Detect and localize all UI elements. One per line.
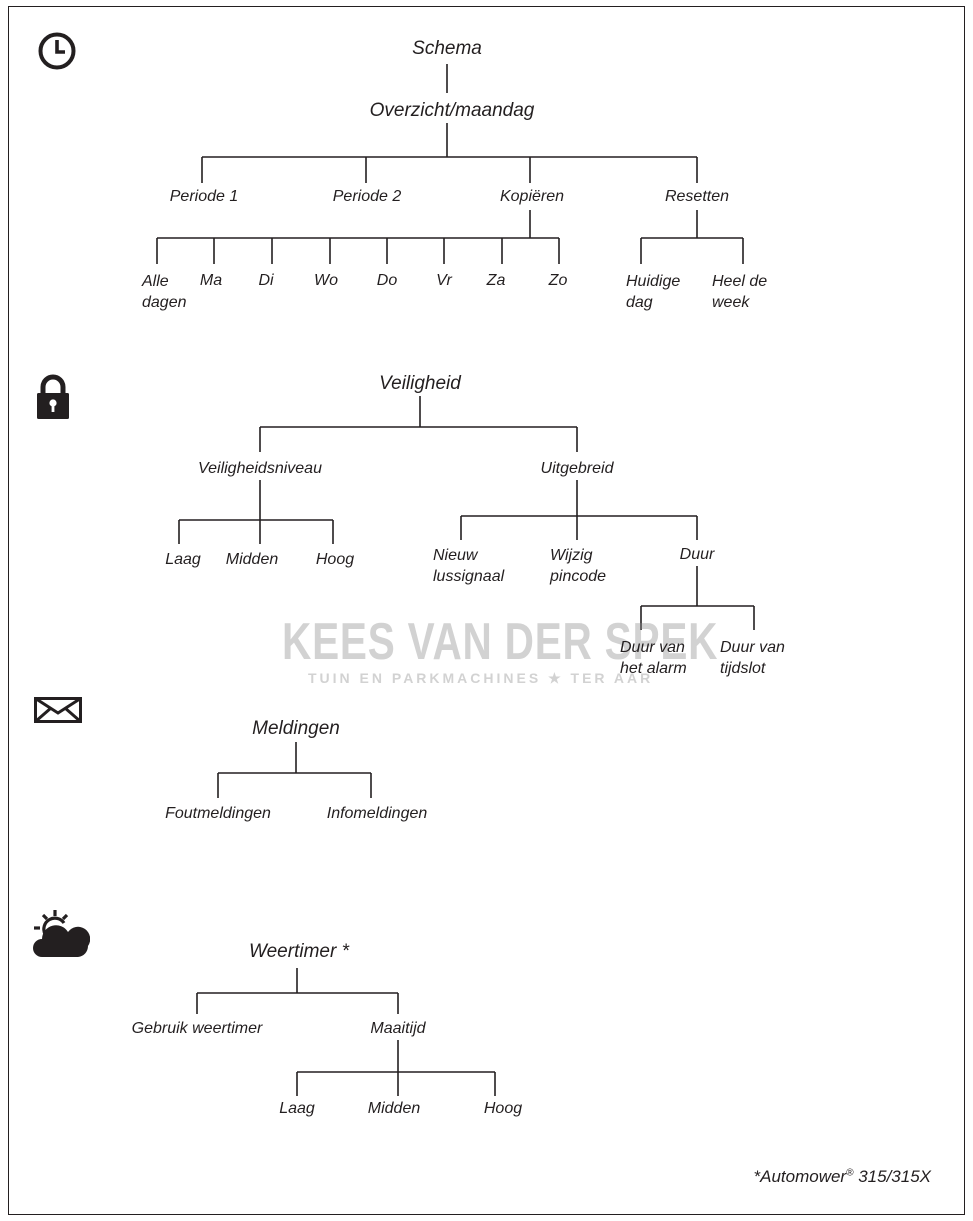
node-messages: Meldingen	[252, 718, 340, 739]
node-period-2: Periode 2	[332, 188, 402, 205]
node-timeslot-duration: Duur van tijdslot	[720, 637, 785, 679]
node-level-low: Laag	[165, 551, 201, 568]
node-weather-timer: Weertimer *	[249, 941, 349, 962]
node-mowing-low: Laag	[279, 1100, 315, 1117]
node-use-weather-timer: Gebruik weertimer	[131, 1020, 263, 1037]
watermark-tagline: TUIN EN PARKMACHINES ★ TER AAR	[308, 670, 654, 686]
node-schedule: Schema	[412, 38, 482, 59]
footnote-suffix: 315/315X	[853, 1167, 931, 1186]
node-new-loop-signal: Nieuw lussignaal	[433, 545, 504, 587]
node-current-day-line1: Huidige	[626, 273, 681, 290]
node-level-high: Hoog	[315, 551, 355, 568]
node-whole-week-line2: week	[712, 294, 750, 311]
envelope-icon	[34, 697, 82, 723]
node-reset: Resetten	[664, 188, 730, 205]
node-change-pin-line2: pincode	[550, 568, 607, 585]
node-day-vr: Vr	[436, 272, 452, 289]
node-new-loop-signal-line1: Nieuw	[433, 547, 478, 564]
watermark-logo: KEES VAN DER SPEK TUIN EN PARKMACHINES ★…	[282, 616, 717, 690]
node-new-loop-signal-line2: lussignaal	[433, 568, 505, 585]
node-advanced: Uitgebreid	[540, 460, 614, 477]
node-mowing-time: Maaitijd	[370, 1020, 426, 1037]
page-frame	[8, 6, 965, 1215]
node-day-wo: Wo	[314, 272, 338, 289]
watermark-name: KEES VAN DER SPEK	[282, 613, 719, 671]
sun-cloud-icon	[33, 910, 90, 957]
node-change-pin: Wijzig pincode	[550, 545, 606, 587]
node-security-level: Veiligheidsniveau	[198, 460, 322, 477]
node-all-days: Alle dagen	[142, 271, 187, 313]
node-whole-week-line1: Heel de	[712, 273, 768, 290]
node-period-1: Periode 1	[169, 188, 239, 205]
node-timeslot-duration-line1: Duur van	[720, 639, 785, 656]
node-duration: Duur	[679, 546, 715, 563]
node-mowing-medium: Midden	[367, 1100, 421, 1117]
lock-icon	[37, 374, 69, 419]
node-alarm-duration: Duur van het alarm	[620, 637, 687, 679]
node-error-messages: Foutmeldingen	[165, 805, 271, 822]
node-level-medium: Midden	[225, 551, 279, 568]
node-all-days-line2: dagen	[142, 294, 187, 311]
node-day-do: Do	[376, 272, 398, 289]
node-day-ma: Ma	[199, 272, 223, 289]
node-current-day: Huidige dag	[626, 271, 680, 313]
node-alarm-duration-line1: Duur van	[620, 639, 685, 656]
footnote-prefix: *Automower	[753, 1167, 847, 1186]
clock-icon	[38, 32, 76, 70]
node-overview: Overzicht/maandag	[369, 100, 535, 121]
node-all-days-line1: Alle	[142, 273, 169, 290]
node-change-pin-line1: Wijzig	[550, 547, 593, 564]
node-current-day-line2: dag	[626, 294, 653, 311]
registered-mark: ®	[846, 1167, 854, 1179]
node-day-zo: Zo	[548, 272, 568, 289]
node-timeslot-duration-line2: tijdslot	[720, 660, 766, 677]
node-security: Veiligheid	[379, 373, 461, 394]
node-day-di: Di	[258, 272, 274, 289]
node-info-messages: Infomeldingen	[326, 805, 428, 822]
footnote: *Automower® 315/315X	[754, 1167, 932, 1187]
node-alarm-duration-line2: het alarm	[620, 660, 687, 677]
node-mowing-high: Hoog	[483, 1100, 523, 1117]
node-day-za: Za	[486, 272, 506, 289]
node-whole-week: Heel de week	[712, 271, 767, 313]
node-copy: Kopiëren	[499, 188, 565, 205]
